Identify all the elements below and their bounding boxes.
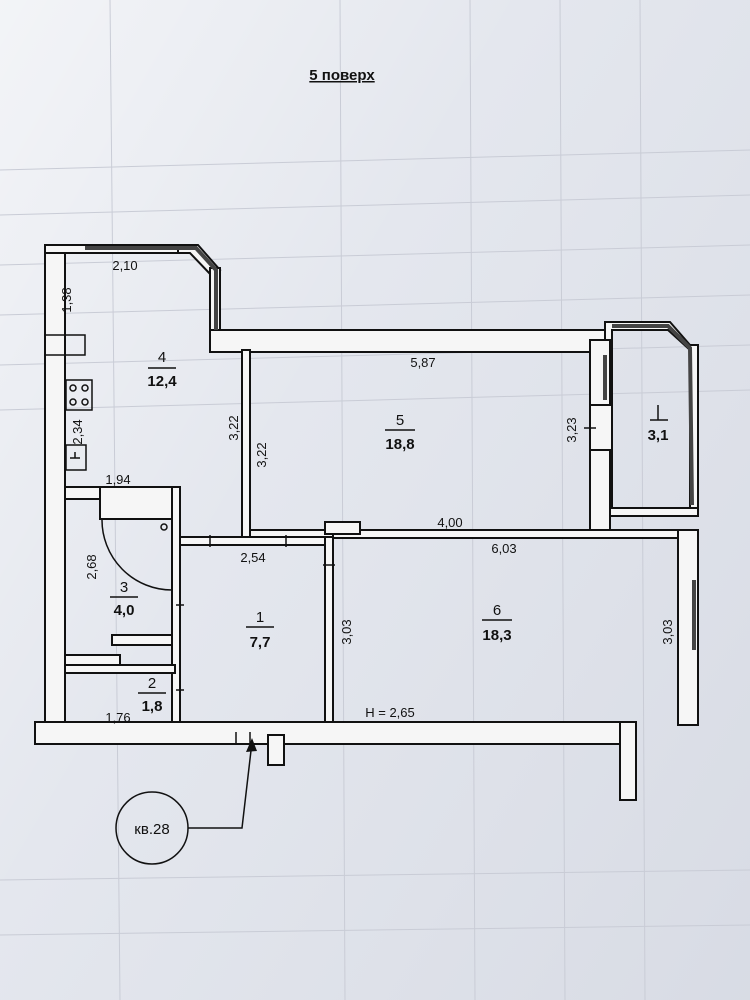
ceiling-height: H = 2,65 (365, 705, 415, 720)
room-1-label: 1 7,7 (246, 609, 274, 651)
room-2-number: 2 (148, 675, 156, 692)
apartment-number: кв.28 (134, 821, 169, 838)
room-4-number: 4 (158, 349, 166, 366)
dim-room6-right: 3,03 (660, 619, 675, 644)
room-5-label: 5 18,8 (385, 412, 415, 453)
floor-title: 5 поверх (309, 67, 375, 84)
dim-room5-left: 3,22 (254, 442, 269, 467)
room-6-number: 6 (493, 602, 501, 619)
bath-door (101, 518, 173, 591)
door-marks (176, 427, 596, 745)
dim-bath-left: 2,68 (84, 554, 99, 579)
room-5-area: 18,8 (385, 436, 414, 453)
dim-room5-right: 3,23 (564, 417, 579, 442)
room-1-area: 7,7 (250, 634, 271, 651)
dim-room6-top: 6,03 (491, 541, 516, 556)
dim-kitchen-right: 3,22 (226, 415, 241, 440)
dim-kitchen-left: 1,38 (59, 287, 74, 312)
room-6-label: 6 18,3 (482, 602, 512, 644)
dim-wc-bottom: 1,76 (105, 710, 130, 725)
dim-hall-top: 2,54 (240, 550, 265, 565)
dim-room6-left: 3,03 (339, 619, 354, 644)
sink-icon (65, 444, 87, 471)
interior-walls (44, 334, 679, 723)
dim-room5-top: 5,87 (410, 355, 435, 370)
room-6-area: 18,3 (482, 627, 511, 644)
dim-room5-bottom: 4,00 (437, 515, 462, 530)
stove-icon (65, 379, 93, 411)
room-1-number: 1 (256, 609, 264, 626)
dim-kitchen-top: 2,10 (112, 258, 137, 273)
room-4-label: 4 12,4 (147, 349, 177, 390)
room-3-number: 3 (120, 579, 128, 596)
dim-kitchen-wall: 2,34 (70, 419, 85, 444)
room-3-area: 4,0 (114, 602, 135, 619)
balcony-area: 3,1 (648, 427, 669, 444)
apartment-marker: кв.28 (115, 738, 257, 865)
windows (85, 246, 696, 650)
balcony-label: 3,1 (648, 405, 669, 444)
room-4-area: 12,4 (147, 373, 177, 390)
room-3-label: 3 4,0 (110, 579, 138, 619)
dim-bath-top: 1,94 (105, 472, 130, 487)
room-2-area: 1,8 (142, 698, 163, 715)
room-5-number: 5 (396, 412, 404, 429)
room-2-label: 2 1,8 (138, 675, 166, 715)
